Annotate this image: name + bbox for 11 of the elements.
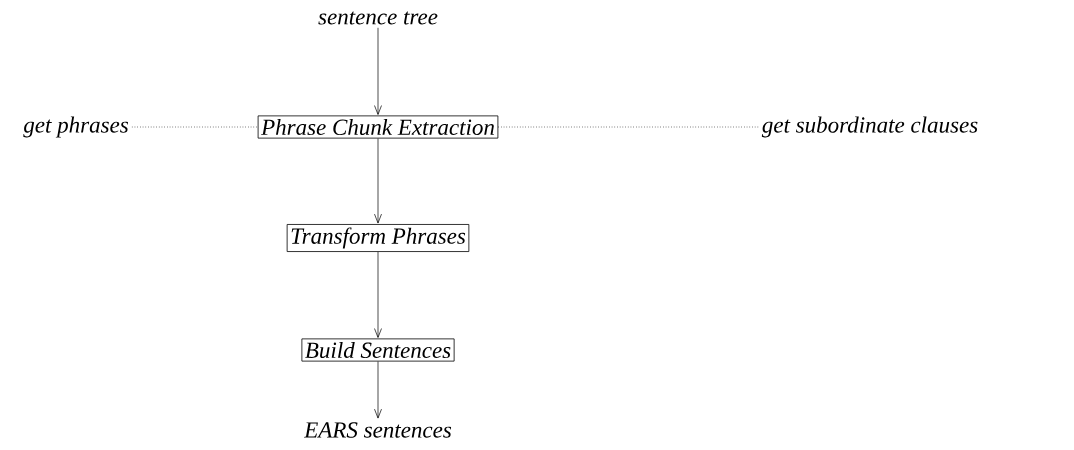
process-box: Phrase Chunk Extraction [257, 115, 499, 139]
arrow [374, 138, 382, 224]
text-label: sentence tree [318, 11, 438, 25]
arrow [374, 361, 382, 419]
text-label: get subordinate clauses [761, 116, 978, 138]
process-box: Transform Phrases [286, 224, 470, 252]
arrow [374, 27, 382, 115]
process-box: Build Sentences [301, 338, 455, 362]
text-label: get phrases [23, 116, 128, 138]
arrow [374, 251, 382, 338]
text-label: EARS sentences [304, 422, 452, 438]
